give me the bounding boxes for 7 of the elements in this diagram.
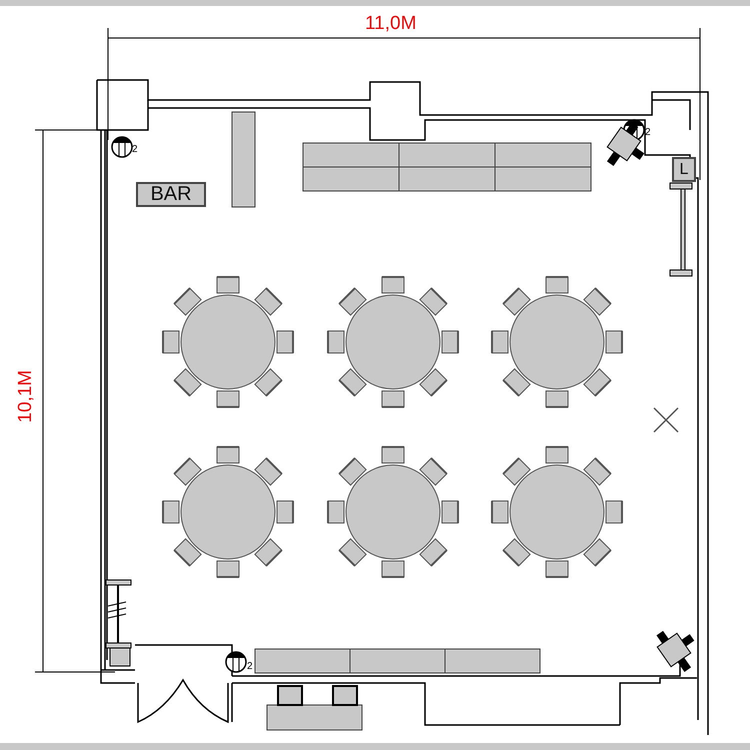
marked-box: L <box>672 157 696 182</box>
dimension-label: 11,0M <box>365 14 416 33</box>
outlet-number: 2 <box>645 128 651 138</box>
bar-counter: BAR <box>136 182 206 207</box>
outlet-number: 2 <box>132 145 138 155</box>
outlet-number: 2 <box>247 662 253 672</box>
dimension-label: 10,1M <box>16 370 35 423</box>
